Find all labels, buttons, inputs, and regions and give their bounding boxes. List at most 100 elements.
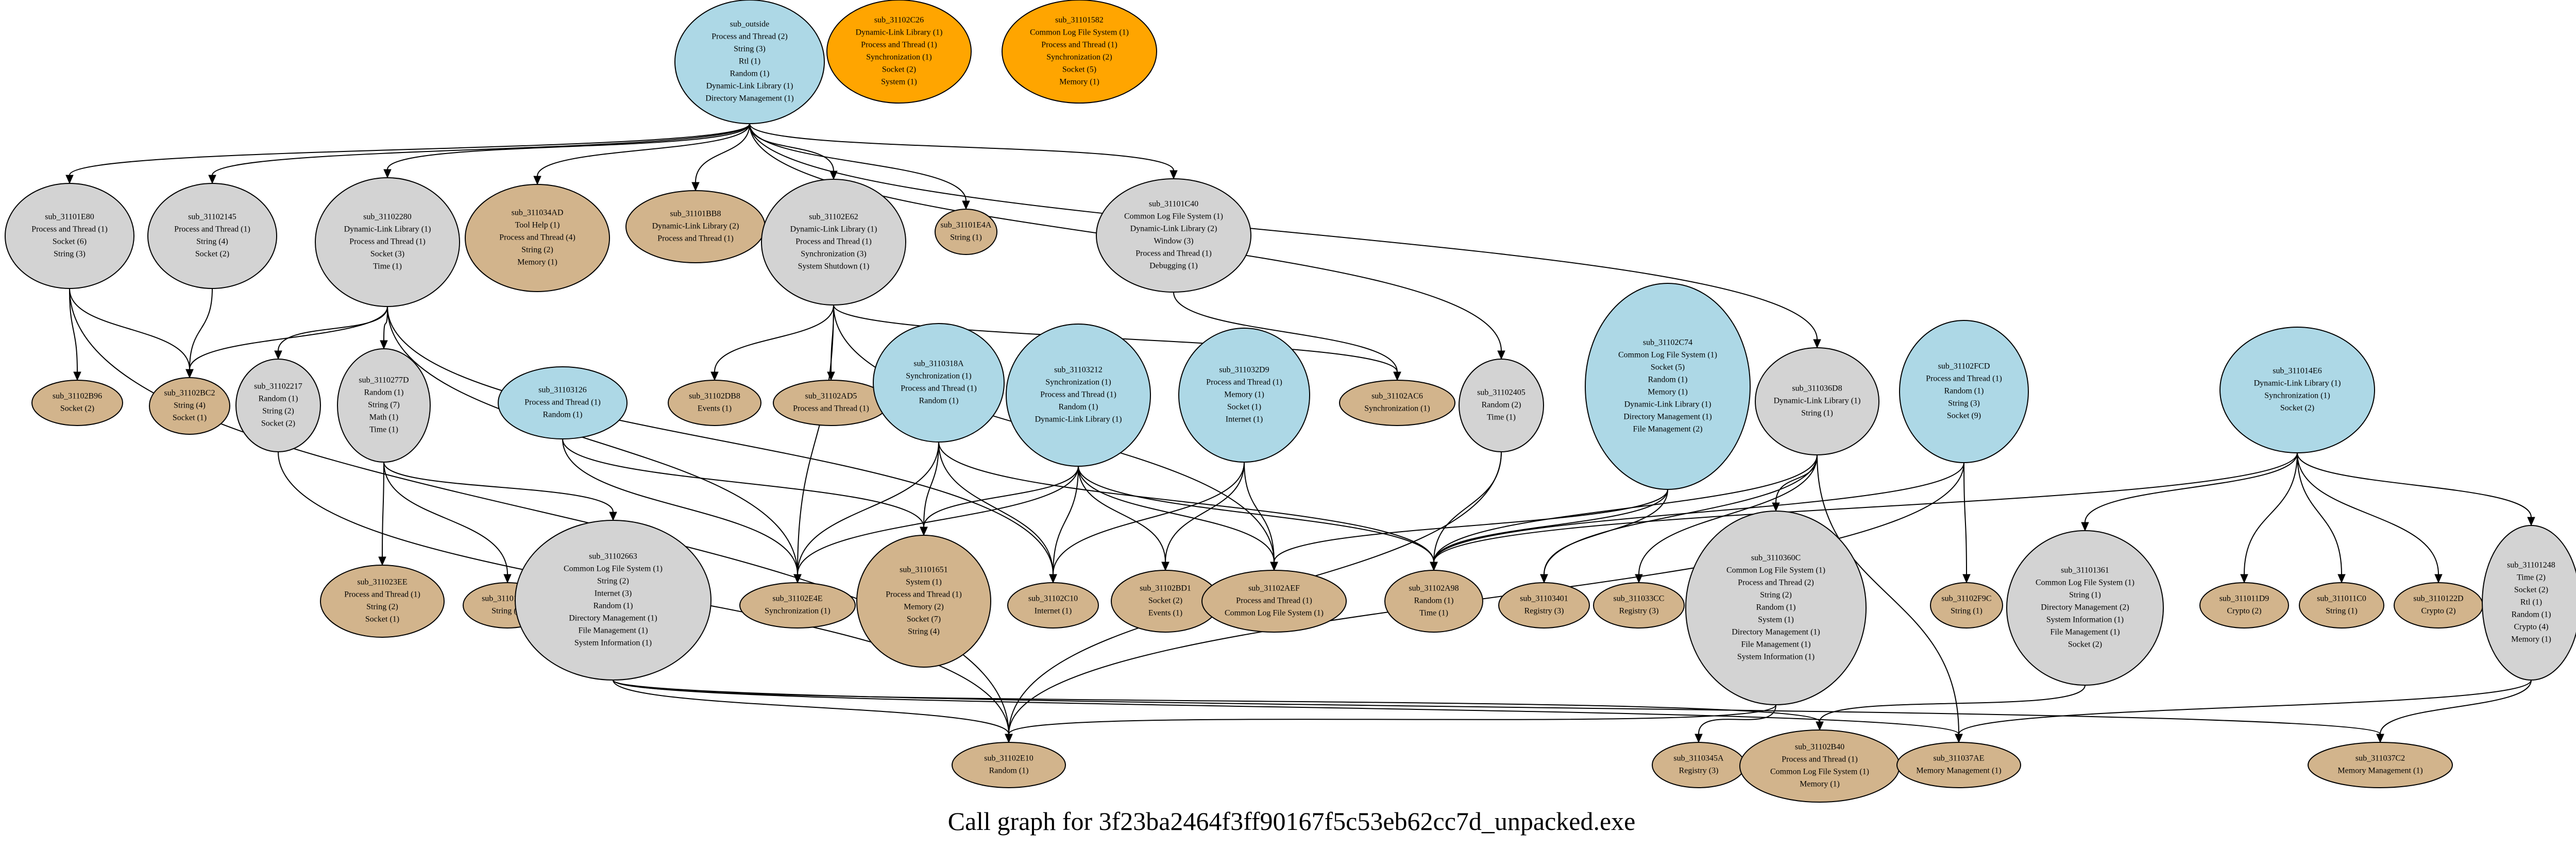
node-ellipse bbox=[1459, 359, 1544, 452]
edge-line bbox=[1053, 466, 1079, 575]
edge-line bbox=[2297, 452, 2439, 575]
node-api-count: Internet (1) bbox=[1035, 607, 1072, 616]
node-api-count: Process and Thread (2) bbox=[711, 32, 788, 41]
node-api-count: Process and Thread (1) bbox=[1926, 375, 2002, 383]
node-api-count: Directory Management (1) bbox=[1623, 413, 1711, 421]
node-api-count: Math (1) bbox=[369, 413, 398, 422]
node-api-count: Directory Management (2) bbox=[2041, 603, 2129, 612]
node-title: sub_311034AD bbox=[512, 209, 564, 217]
node-api-count: Process and Thread (1) bbox=[901, 384, 977, 393]
node-ellipse bbox=[498, 366, 628, 439]
node-title: sub_31102C26 bbox=[874, 16, 924, 25]
node-title: sub_311011C0 bbox=[2317, 595, 2366, 603]
node-api-count: Dynamic-Link Library (1) bbox=[856, 28, 943, 37]
node-api-count: Dynamic-Link Library (1) bbox=[1774, 397, 1861, 405]
node-ellipse bbox=[1339, 380, 1455, 426]
node-api-count: System Information (1) bbox=[1737, 653, 1815, 661]
node-title: sub_311014E6 bbox=[2273, 367, 2321, 376]
node-title: sub_3110360C bbox=[1751, 554, 1801, 563]
call-edge bbox=[1049, 466, 1079, 584]
node-title: sub_31103126 bbox=[538, 386, 587, 395]
edge-line bbox=[2084, 452, 2298, 523]
edge-line bbox=[1433, 452, 2298, 563]
edge-line bbox=[613, 680, 1959, 735]
node-api-count: System Shutdown (1) bbox=[798, 262, 870, 271]
node-api-count: Socket (2) bbox=[2514, 586, 2548, 595]
arrow-head bbox=[65, 175, 74, 184]
node-ellipse bbox=[1002, 0, 1157, 104]
arrow-head bbox=[380, 340, 388, 350]
call-edge bbox=[1955, 680, 2532, 743]
node-ellipse bbox=[952, 742, 1066, 788]
node-ellipse bbox=[2299, 582, 2384, 629]
node-title: sub_3110277D bbox=[359, 376, 409, 385]
edge-line bbox=[2297, 452, 2342, 575]
node-api-count: Random (1) bbox=[919, 397, 959, 405]
node-api-count: Socket (2) bbox=[2068, 640, 2102, 649]
edge-line bbox=[923, 466, 1079, 528]
arrow-head bbox=[2240, 574, 2248, 584]
edge-line bbox=[1698, 704, 1776, 735]
node-title: sub_311011D9 bbox=[2219, 595, 2269, 603]
edge-line bbox=[383, 306, 388, 341]
node-api-count: Socket (1) bbox=[173, 414, 207, 422]
node-api-count: Crypto (2) bbox=[2227, 607, 2261, 616]
call-edge bbox=[274, 306, 388, 360]
node-api-count: Random (1) bbox=[259, 395, 298, 403]
node-api-count: Random (1) bbox=[2512, 610, 2551, 619]
node-api-count: Socket (7) bbox=[907, 615, 941, 624]
node-ellipse bbox=[515, 520, 711, 681]
node-api-count: Common Log File System (1) bbox=[564, 565, 663, 573]
node-ellipse bbox=[1896, 742, 2021, 788]
